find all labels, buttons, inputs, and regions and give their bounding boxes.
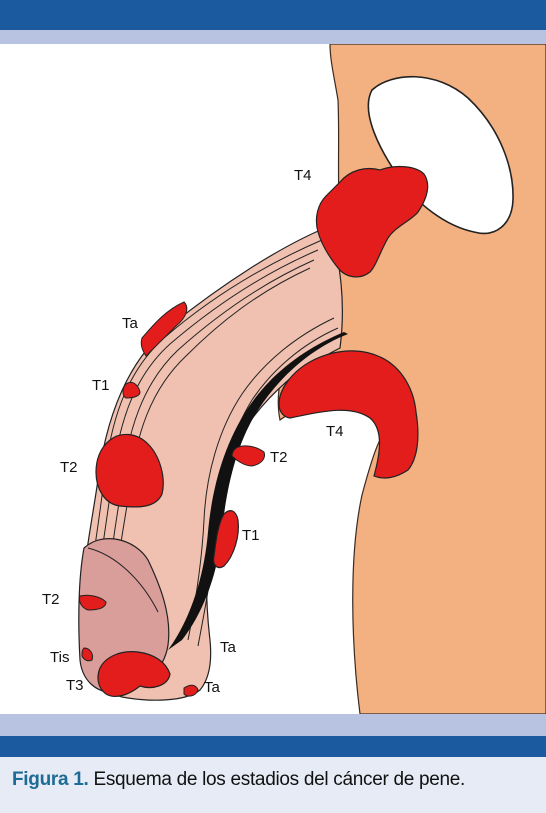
label-ta-upper: Ta — [122, 316, 138, 331]
caption-area: Figura 1. Esquema de los estadios del cá… — [0, 757, 546, 813]
tumor-ta-lower — [184, 685, 198, 696]
label-ta-lower-1: Ta — [220, 640, 236, 655]
label-t3: T3 — [66, 678, 84, 693]
penile-cancer-staging-illustration: T4 Ta T1 T2 T4 T2 T1 T2 Tis T3 Ta Ta — [0, 44, 546, 714]
label-t2-right: T2 — [270, 450, 288, 465]
figure-caption: Figura 1. Esquema de los estadios del cá… — [12, 769, 465, 791]
anatomy-drawing — [0, 44, 546, 714]
footer-band-dark — [0, 736, 546, 757]
tumor-t4-right — [279, 351, 418, 478]
figure-caption-label: Figura 1. — [12, 769, 88, 790]
label-ta-lower-2: Ta — [204, 680, 220, 695]
label-t1-left: T1 — [92, 378, 110, 393]
label-t2-glans: T2 — [42, 592, 60, 607]
label-t2-left: T2 — [60, 460, 78, 475]
label-tis: Tis — [50, 650, 69, 665]
label-t1-right: T1 — [242, 528, 260, 543]
header-band-dark — [0, 0, 546, 30]
tumor-t2-right — [232, 446, 265, 466]
label-t4-top: T4 — [294, 168, 312, 183]
label-t4-right: T4 — [326, 424, 344, 439]
figure-caption-text: Esquema de los estadios del cáncer de pe… — [88, 769, 465, 790]
footer-band-light — [0, 714, 546, 736]
header-band-light — [0, 30, 546, 44]
